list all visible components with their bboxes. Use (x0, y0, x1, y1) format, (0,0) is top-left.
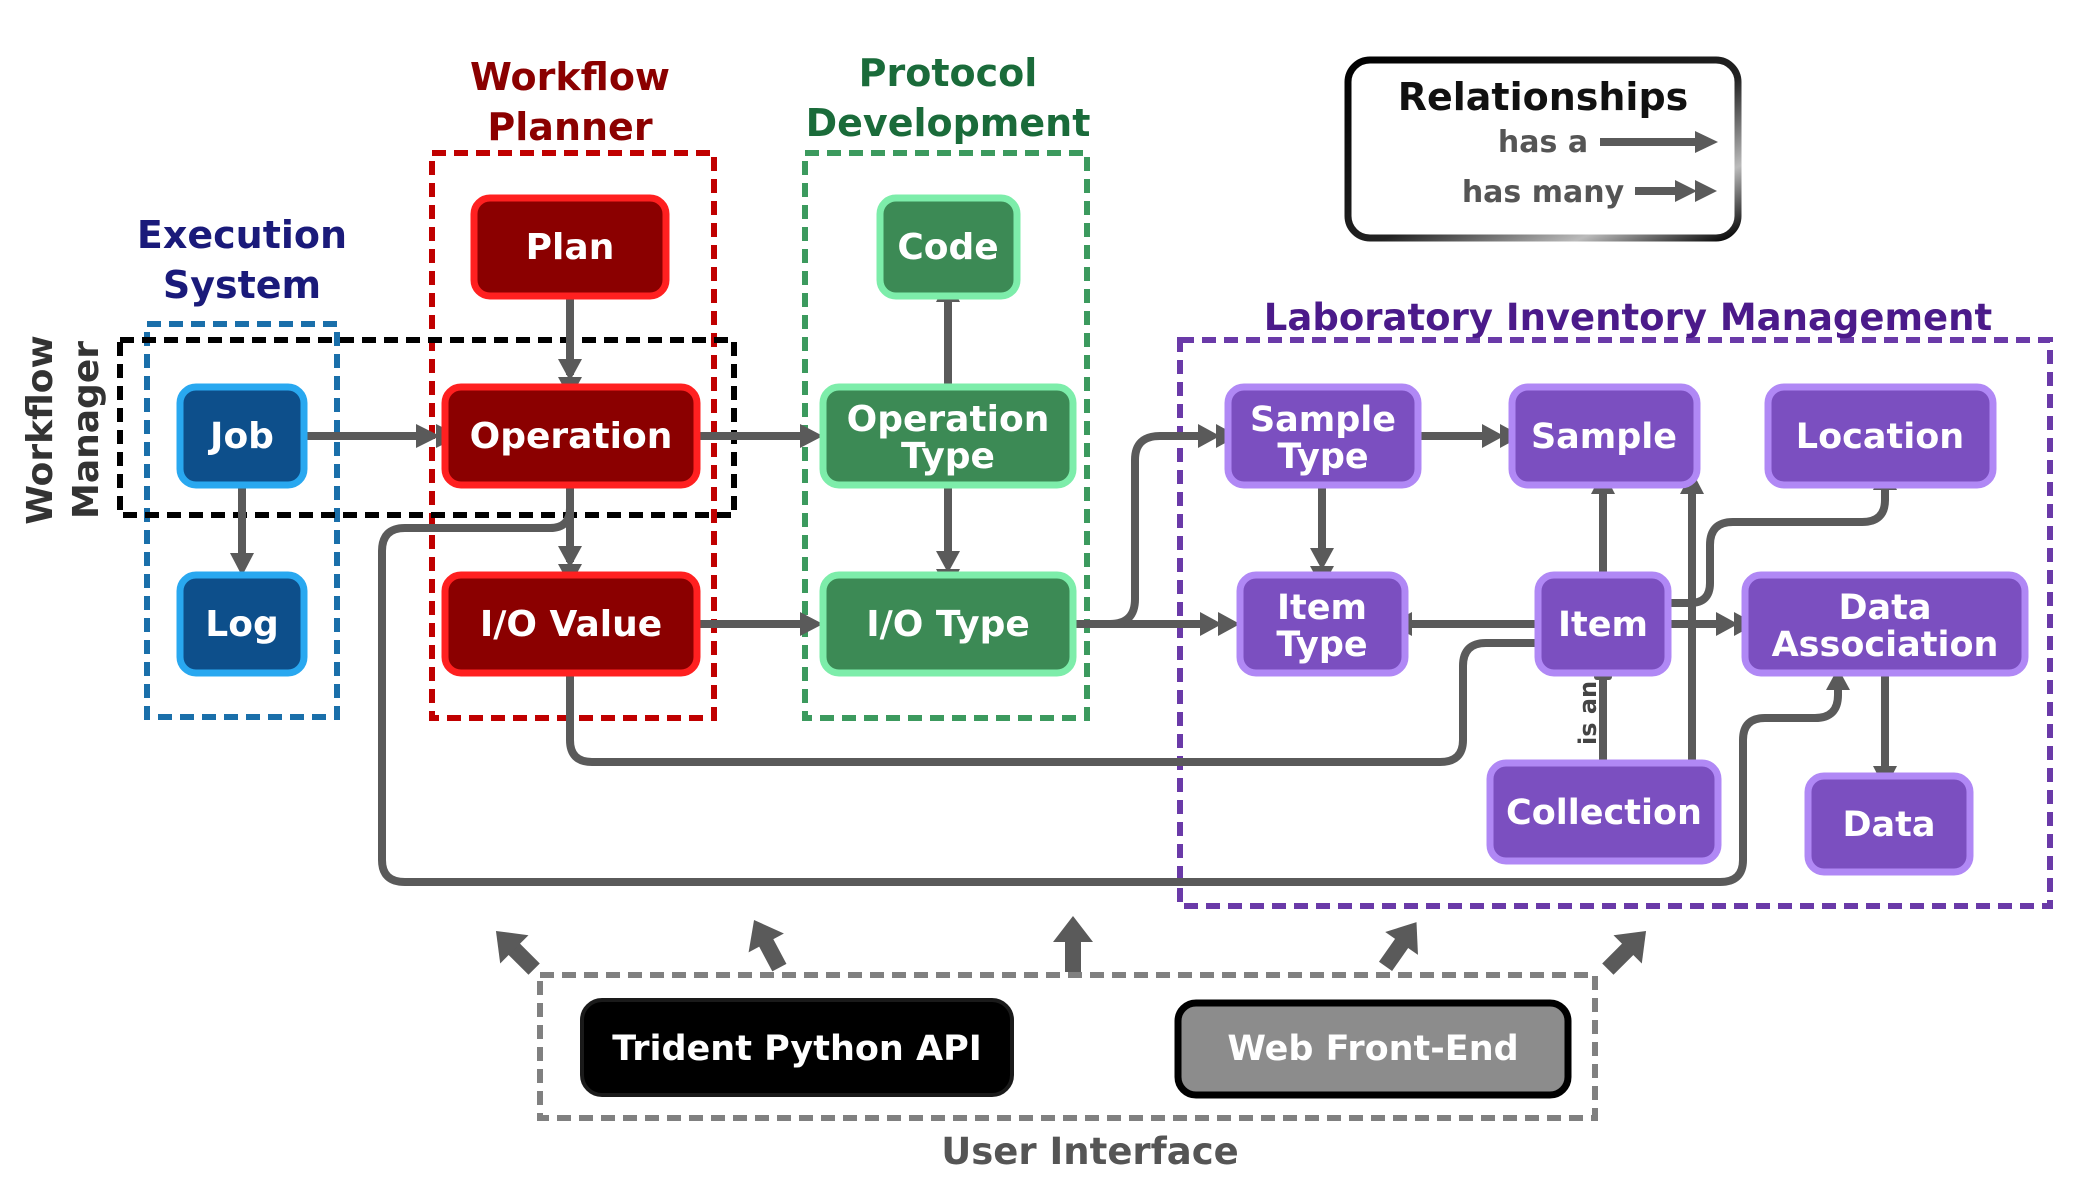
workflow-manager-title-2: Manager (66, 341, 107, 519)
node-trident-api-label: Trident Python API (612, 1029, 982, 1069)
node-operation-type-label-1: Operation (847, 399, 1050, 440)
node-data-association-label-1: Data (1838, 588, 1931, 628)
node-item-type-label-1: Item (1277, 588, 1367, 628)
node-sample-type-label-2: Type (1277, 437, 1368, 477)
node-data-label: Data (1842, 805, 1935, 845)
workflow-planner-title-1: Workflow (470, 55, 670, 99)
node-code-label: Code (897, 227, 998, 268)
ui-arrow-1 (495, 930, 540, 975)
legend-has-many-arrowhead-1 (1675, 180, 1697, 202)
workflow-manager-title-1: Workflow (20, 335, 61, 525)
node-job[interactable]: Job (176, 383, 308, 489)
ui-arrow-3 (1053, 916, 1093, 972)
arrowhead-iotype-sampletype-1 (1198, 424, 1220, 448)
node-sample[interactable]: Sample (1508, 383, 1701, 489)
node-collection-label: Collection (1506, 793, 1702, 833)
execution-system-box (144, 321, 340, 720)
is-an-label: is an (1574, 681, 1602, 745)
arrowhead-op-da-2 (1826, 668, 1850, 690)
node-log-label: Log (205, 604, 278, 645)
execution-system-title-1: Execution (137, 213, 347, 257)
edge-operation-dataassoc (378, 484, 1842, 886)
edge-iotype-sampletype (1073, 432, 1210, 628)
node-log[interactable]: Log (176, 571, 308, 677)
node-operation[interactable]: Operation (441, 383, 701, 489)
arrowhead-op-iov-1 (558, 546, 582, 568)
node-location[interactable]: Location (1764, 383, 1997, 489)
node-job-label: Job (207, 416, 274, 457)
node-io-type[interactable]: I/O Type (819, 571, 1077, 677)
node-collection[interactable]: Collection (1486, 759, 1722, 865)
protocol-development-title-1: Protocol (859, 51, 1038, 95)
node-io-value-label: I/O Value (480, 604, 662, 645)
arrowhead-op-optype (800, 424, 823, 448)
node-io-value[interactable]: I/O Value (441, 571, 701, 677)
edge-item-location (1668, 487, 1889, 607)
arrowhead-st-itemtype-1 (1310, 548, 1334, 570)
node-item-type-label-2: Type (1276, 625, 1367, 665)
node-operation-label: Operation (470, 416, 673, 457)
node-data-association-label-2: Association (1772, 625, 1999, 665)
node-item-type[interactable]: Item Type (1236, 571, 1409, 677)
execution-system-title-2: System (163, 263, 321, 307)
arrowhead-st-sample-1 (1482, 424, 1504, 448)
legend-has-many-arrowhead-2 (1695, 180, 1717, 202)
node-data[interactable]: Data (1804, 772, 1974, 876)
node-sample-type[interactable]: Sample Type (1224, 383, 1422, 489)
workflow-planner-title-2: Planner (487, 105, 652, 149)
lab-inventory-box (1177, 337, 2053, 909)
node-trident-api[interactable]: Trident Python API (580, 998, 1014, 1097)
lab-inventory-title: Laboratory Inventory Management (1264, 296, 1992, 339)
node-operation-type-label-2: Type (901, 436, 995, 477)
node-web-frontend[interactable]: Web Front-End (1174, 999, 1572, 1099)
user-interface-box (537, 972, 1598, 1121)
node-item-label: Item (1558, 605, 1648, 645)
legend-has-a-arrowhead (1695, 131, 1718, 153)
legend-has-many-label: has many (1462, 175, 1625, 210)
node-location-label: Location (1796, 417, 1964, 457)
legend-has-a-label: has a (1498, 125, 1588, 160)
node-sample-type-label-1: Sample (1250, 400, 1396, 440)
arrowhead-job-op-1 (416, 424, 440, 448)
protocol-development-title-2: Development (806, 101, 1091, 145)
node-item[interactable]: Item (1534, 571, 1672, 677)
arrowhead-plan-op-1 (558, 359, 582, 381)
arrowhead-optype-iotype-1 (936, 551, 960, 573)
ui-arrows (495, 916, 1647, 975)
node-io-type-label: I/O Type (866, 604, 1030, 645)
node-plan-label: Plan (526, 227, 615, 268)
ui-arrow-5 (1602, 930, 1647, 975)
node-plan[interactable]: Plan (470, 194, 670, 300)
arrowheads (230, 279, 1897, 789)
node-data-association[interactable]: Data Association (1741, 571, 2029, 677)
arrowhead-item-da-1 (1716, 612, 1738, 636)
ui-arrow-2 (748, 919, 787, 972)
user-interface-title: User Interface (941, 1130, 1239, 1173)
node-web-frontend-label: Web Front-End (1227, 1029, 1518, 1069)
arrowhead-iotype-itemtype-2 (1218, 612, 1240, 636)
ui-arrow-4 (1378, 922, 1418, 971)
legend-title: Relationships (1398, 75, 1689, 119)
arrowhead-iotype-itemtype-1 (1200, 612, 1222, 636)
arrowhead-job-log (230, 553, 254, 576)
node-code[interactable]: Code (876, 194, 1021, 300)
node-sample-label: Sample (1531, 417, 1677, 457)
edge-iovalue-item (566, 639, 1548, 766)
arrowhead-iov-iotype (800, 612, 823, 636)
node-operation-type[interactable]: Operation Type (819, 383, 1077, 489)
